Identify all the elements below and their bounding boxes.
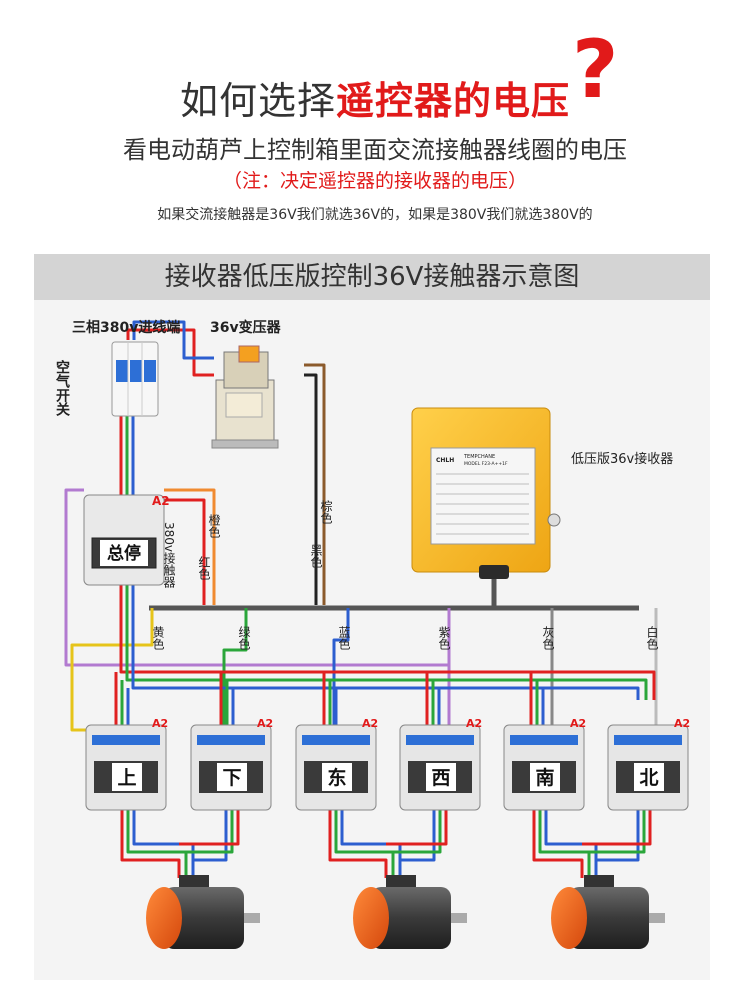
contactor-west: 西 A2 <box>399 717 482 811</box>
contactor-south-label: 南 <box>535 767 554 789</box>
receiver-label: 低压版36v接收器 <box>571 451 673 467</box>
description: 如果交流接触器是36V我们就选36V的，如果是380V我们就选380V的 <box>157 207 593 223</box>
wire-label-red: 红色 <box>197 555 211 580</box>
contactor-north-label: 北 <box>639 767 658 789</box>
wire-label-purple: 紫色 <box>437 626 451 650</box>
receiver-brand: CHLH <box>436 457 454 464</box>
wire-label-green: 绿色 <box>237 625 251 650</box>
main-contactor-a2: A2 <box>152 494 170 508</box>
contactor-north: 北 A2 <box>607 717 690 811</box>
contactor-west-a2: A2 <box>466 717 482 730</box>
contactor-row: 上 A2 下 A2 东 A2 西 A2 <box>85 717 690 811</box>
main-contactor-face: 总停 <box>107 543 141 564</box>
subtitle: 看电动葫芦上控制箱里面交流接触器线圈的电压 <box>123 136 627 164</box>
wiring-diagram: 三相380v进线端 36v变压器 低压版36v接收器 空气开关 CHLH TEM… <box>34 300 710 980</box>
air-switch-label: 空气开关 <box>54 359 71 417</box>
motor-1 <box>146 875 260 949</box>
wire-label-brown: 棕色 <box>319 499 333 524</box>
contactor-east-label: 东 <box>327 766 346 789</box>
page-title: 如何选择遥控器的电压 <box>0 70 750 125</box>
title-accent: 遥控器的电压 <box>336 79 571 123</box>
transformer <box>211 345 279 449</box>
wire-label-white: 白色 <box>645 625 659 650</box>
note: （注：决定遥控器的接收器的电压） <box>222 170 527 192</box>
main-contactor: 总停 A2 <box>83 494 170 586</box>
contactor-south: 南 A2 <box>503 717 586 811</box>
wiring-diagram-svg: 三相380v进线端 36v变压器 低压版36v接收器 空气开关 CHLH TEM… <box>54 319 690 949</box>
receiver-model-line: MODEL F23-A++1F <box>464 461 508 467</box>
motor-3 <box>551 875 665 949</box>
section-banner: 接收器低压版控制36V接触器示意图 <box>34 254 710 300</box>
three-phase-input-label: 三相380v进线端 <box>72 319 180 336</box>
transformer-label: 36v变压器 <box>210 319 282 336</box>
question-mark-icon: ? <box>572 23 619 116</box>
motor-2 <box>353 875 467 949</box>
contactor-west-label: 西 <box>431 767 450 789</box>
receiver-model: TEMPCHANE <box>463 454 495 460</box>
air-switch <box>111 341 159 417</box>
title-plain: 如何选择 <box>179 79 336 123</box>
contactor-down-label: 下 <box>222 767 241 789</box>
contactor-down: 下 A2 <box>190 717 273 811</box>
contactor-up: 上 A2 <box>85 717 168 811</box>
contactor-east: 东 A2 <box>295 717 378 811</box>
wire-label-black: 黑色 <box>309 544 323 568</box>
contactor-north-a2: A2 <box>674 717 690 730</box>
contactor-down-a2: A2 <box>257 717 273 730</box>
contactor-up-a2: A2 <box>152 717 168 730</box>
contactor-up-label: 上 <box>117 767 136 789</box>
contactor-south-a2: A2 <box>570 717 586 730</box>
contactor-east-a2: A2 <box>362 717 378 730</box>
wire-label-orange: 橙色 <box>207 513 221 538</box>
wire-label-yellow: 黄色 <box>151 626 165 650</box>
wire-label-blue: 蓝色 <box>337 626 351 650</box>
receiver-box: CHLH TEMPCHANE MODEL F23-A++1F <box>411 407 561 579</box>
main-contactor-label: 380v接触器 <box>162 522 176 589</box>
wire-label-gray: 灰色 <box>541 626 555 650</box>
